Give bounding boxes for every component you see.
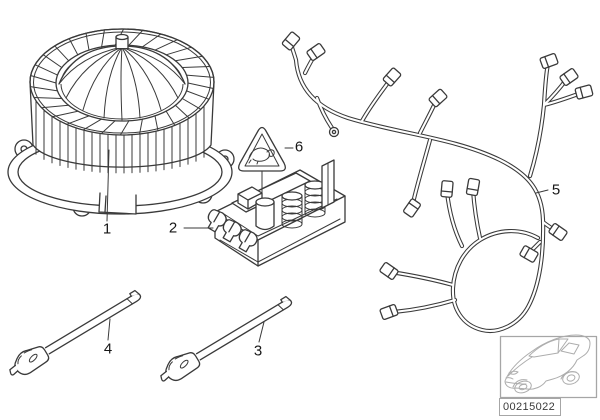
harness-connectors bbox=[280, 30, 594, 321]
callout-4[interactable]: 4 bbox=[103, 340, 113, 358]
cable-strap-3-drawing bbox=[154, 290, 297, 389]
callout-6[interactable]: 6 bbox=[294, 138, 304, 156]
ring-terminal-icon bbox=[328, 126, 340, 138]
diagram-part-number: 00215022 bbox=[499, 398, 561, 416]
blower-motor-drawing bbox=[7, 28, 235, 217]
callout-5[interactable]: 5 bbox=[551, 181, 561, 199]
callout-2[interactable]: 2 bbox=[168, 219, 178, 237]
car-silhouette-icon bbox=[499, 334, 598, 399]
callout-1[interactable]: 1 bbox=[102, 220, 112, 238]
cable-strap-4-drawing bbox=[3, 284, 146, 383]
callout-3[interactable]: 3 bbox=[253, 342, 263, 360]
warning-triangle-icon bbox=[238, 126, 286, 172]
wiring-harness-drawing bbox=[280, 30, 594, 331]
leader-lines bbox=[106, 147, 549, 343]
blower-resistor-drawing bbox=[207, 159, 346, 267]
